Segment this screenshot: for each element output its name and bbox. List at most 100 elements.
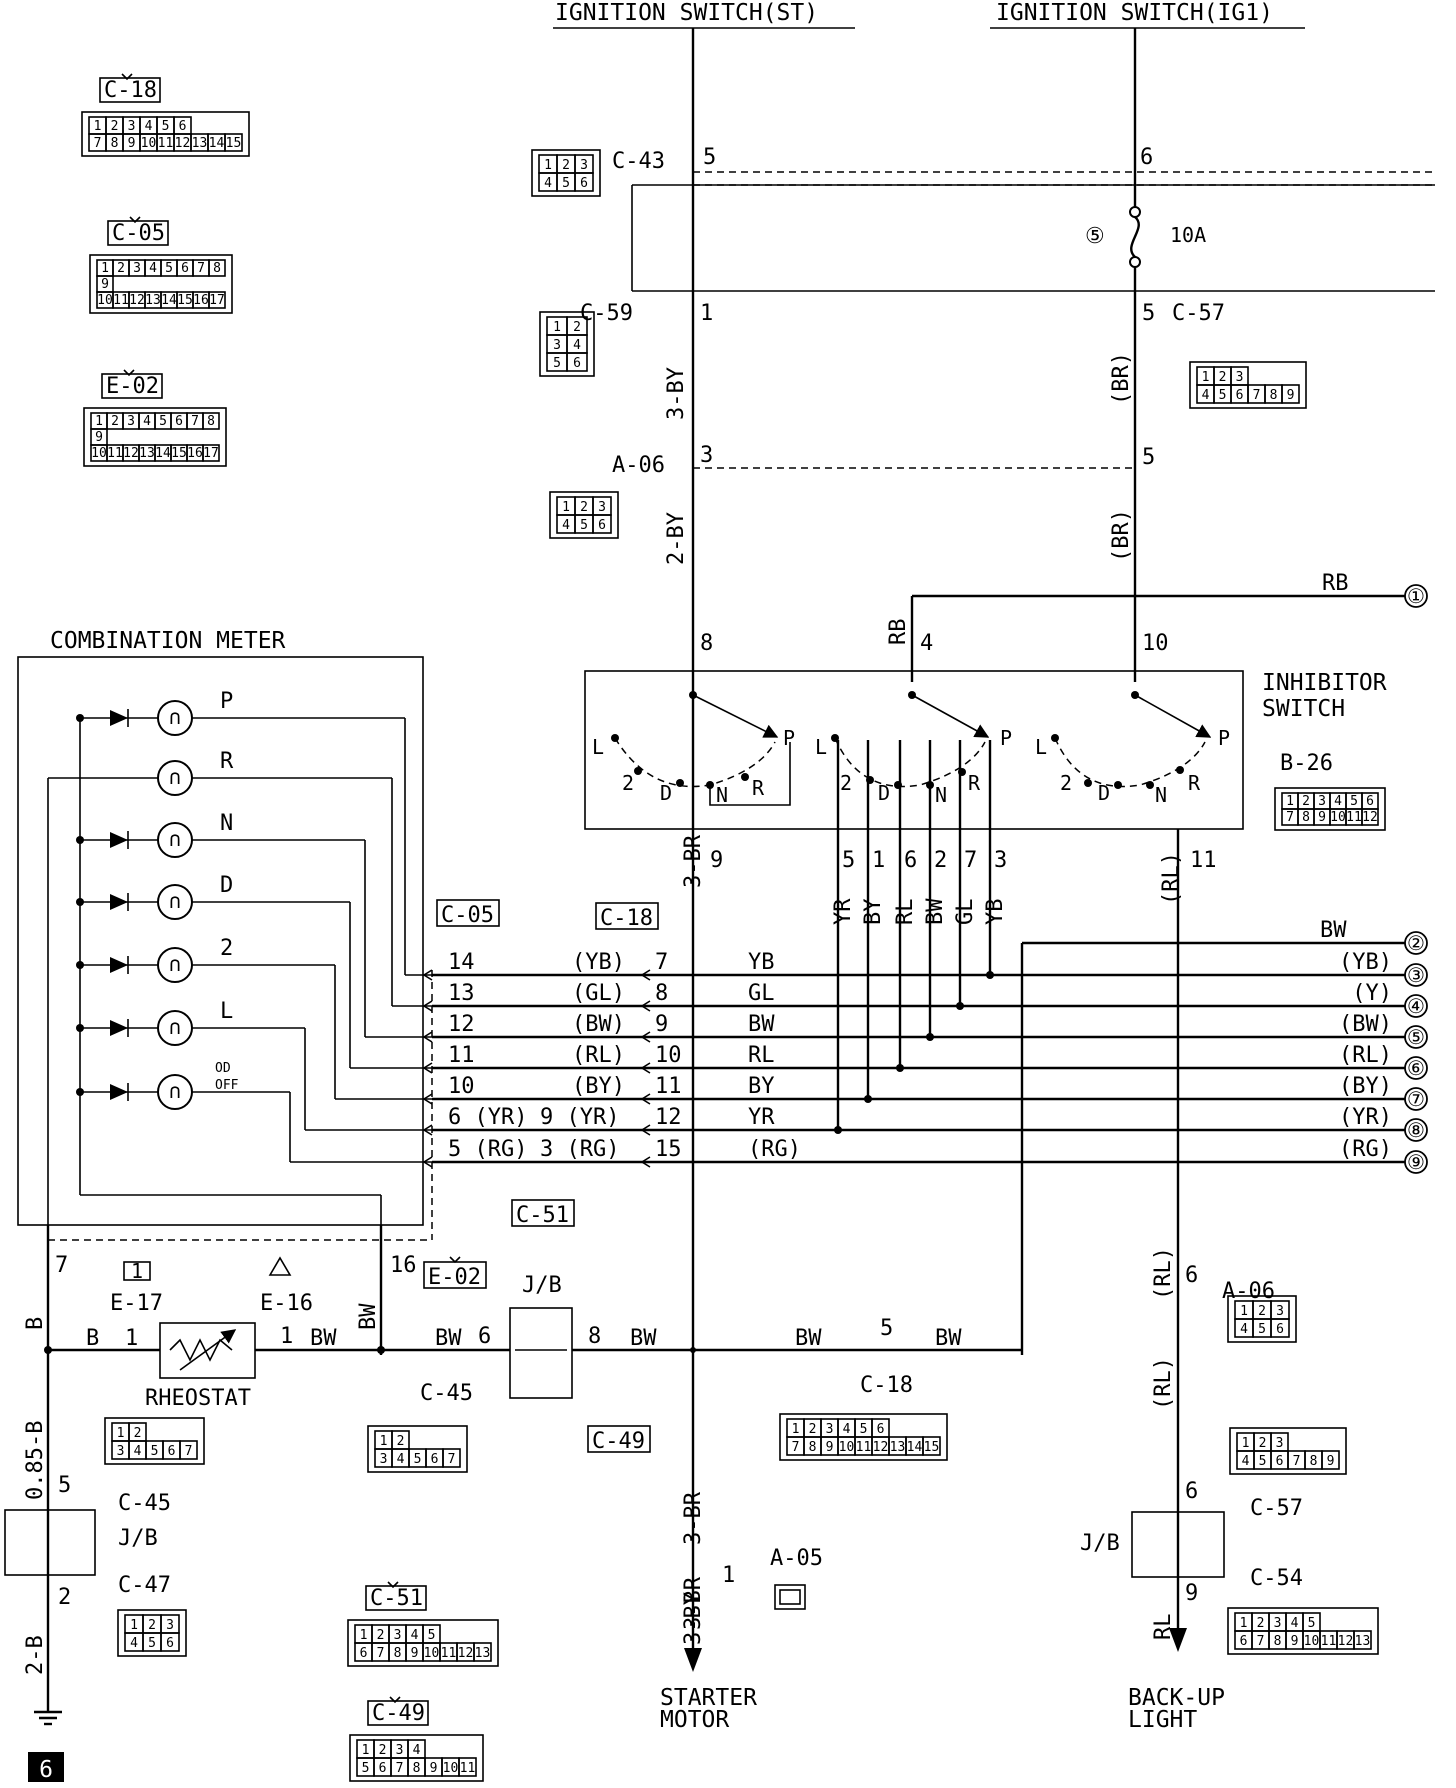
svg-text:BW: BW	[435, 1326, 462, 1351]
jb-left	[4, 1509, 96, 1576]
svg-text:3: 3	[553, 338, 561, 353]
svg-text:IGNITION SWITCH(ST): IGNITION SWITCH(ST)	[555, 0, 818, 26]
svg-text:E-16: E-16	[260, 1291, 313, 1316]
svg-text:3: 3	[580, 158, 588, 173]
svg-text:5: 5	[1350, 794, 1358, 809]
svg-text:1: 1	[722, 1563, 735, 1588]
svg-text:RHEOSTAT: RHEOSTAT	[145, 1386, 251, 1411]
meter-indicator: ∩2	[76, 936, 432, 1100]
svg-text:LIGHT: LIGHT	[1128, 1707, 1197, 1733]
svg-text:12: 12	[1338, 1634, 1354, 1649]
svg-text:B: B	[23, 1317, 48, 1330]
combination-meter-title: COMBINATION METER	[50, 628, 286, 654]
wire-label-2by: 2-BY	[664, 512, 689, 565]
svg-text:5: 5	[880, 1316, 893, 1341]
wire-label-br-2: (BR)	[1109, 509, 1134, 562]
ground-symbol	[34, 1660, 62, 1726]
svg-text:14: 14	[155, 446, 171, 461]
svg-text:12: 12	[458, 1646, 474, 1661]
svg-text:10: 10	[443, 1761, 459, 1776]
svg-text:2: 2	[1302, 794, 1310, 809]
svg-text:1: 1	[380, 1434, 388, 1449]
svg-text:1: 1	[553, 320, 561, 335]
svg-text:2: 2	[111, 119, 119, 134]
svg-text:5: 5	[580, 518, 588, 533]
svg-text:C-05: C-05	[112, 221, 165, 246]
svg-text:6: 6	[179, 119, 187, 134]
svg-text:4: 4	[843, 1422, 851, 1437]
svg-text:2: 2	[58, 1585, 71, 1610]
svg-text:9: 9	[101, 277, 109, 292]
svg-text:3-BR: 3-BR	[681, 1576, 706, 1630]
svg-text:L: L	[815, 735, 827, 759]
svg-text:11: 11	[107, 446, 123, 461]
svg-text:P: P	[220, 689, 233, 714]
svg-text:(RL): (RL)	[1339, 1043, 1392, 1068]
svg-text:3: 3	[1274, 1616, 1282, 1631]
svg-text:8: 8	[111, 136, 119, 151]
svg-text:1: 1	[360, 1628, 368, 1643]
svg-text:E-02: E-02	[428, 1265, 481, 1290]
svg-text:OD: OD	[215, 1061, 231, 1076]
svg-text:∩: ∩	[169, 765, 181, 789]
svg-text:7: 7	[1253, 388, 1261, 403]
svg-text:9: 9	[1291, 1634, 1299, 1649]
svg-text:6: 6	[580, 176, 588, 191]
svg-text:C-51: C-51	[370, 1586, 423, 1611]
svg-text:2: 2	[580, 500, 588, 515]
svg-text:4: 4	[413, 1743, 421, 1758]
svg-text:(RL): (RL)	[1151, 1247, 1176, 1300]
svg-text:7: 7	[197, 261, 205, 276]
svg-text:10: 10	[91, 446, 107, 461]
svg-text:BACK-UP: BACK-UP	[1128, 1685, 1225, 1711]
svg-text:L: L	[1035, 735, 1047, 759]
svg-text:9: 9	[411, 1646, 419, 1661]
svg-text:R: R	[1188, 771, 1201, 795]
svg-text:11: 11	[1346, 810, 1362, 825]
svg-text:BW: BW	[356, 1303, 381, 1330]
svg-text:3: 3	[394, 1628, 402, 1643]
svg-text:BW: BW	[923, 898, 948, 925]
svg-text:9: 9	[1318, 810, 1326, 825]
inhibitor-title: INHIBITOR	[1262, 670, 1387, 696]
svg-text:D: D	[660, 781, 672, 805]
svg-text:E-02: E-02	[106, 374, 159, 399]
svg-text:C-18: C-18	[860, 1373, 913, 1398]
svg-text:7: 7	[448, 1452, 456, 1467]
svg-text:6: 6	[478, 1324, 491, 1349]
svg-text:3: 3	[166, 1618, 174, 1633]
svg-text:BY: BY	[748, 1074, 775, 1099]
bus-drop: 2BW	[923, 740, 948, 1037]
svg-text:2: 2	[934, 848, 947, 873]
svg-text:9: 9	[1185, 1581, 1198, 1606]
svg-text:(RL): (RL)	[572, 1043, 625, 1068]
svg-text:1: 1	[792, 1422, 800, 1437]
svg-text:12: 12	[1362, 810, 1378, 825]
svg-text:3: 3	[396, 1743, 404, 1758]
svg-text:④: ④	[1407, 994, 1425, 1018]
svg-text:1: 1	[1242, 1436, 1250, 1451]
svg-text:∩: ∩	[169, 952, 181, 976]
svg-text:L: L	[592, 735, 604, 759]
svg-text:5: 5	[148, 1636, 156, 1651]
svg-text:5: 5	[428, 1628, 436, 1643]
svg-text:5: 5	[1308, 1616, 1316, 1631]
svg-text:1: 1	[544, 158, 552, 173]
svg-text:3: 3	[1276, 1436, 1284, 1451]
meter-indicator: ∩P	[76, 689, 432, 976]
svg-text:C-47: C-47	[118, 1573, 171, 1598]
svg-text:6: 6	[360, 1646, 368, 1661]
svg-text:12: 12	[129, 293, 145, 308]
harness-row: 5 (RG)3 (RG)15(RG)(RG)⑨	[422, 1137, 1428, 1174]
svg-text:4: 4	[397, 1452, 405, 1467]
svg-text:∩: ∩	[169, 1015, 181, 1039]
